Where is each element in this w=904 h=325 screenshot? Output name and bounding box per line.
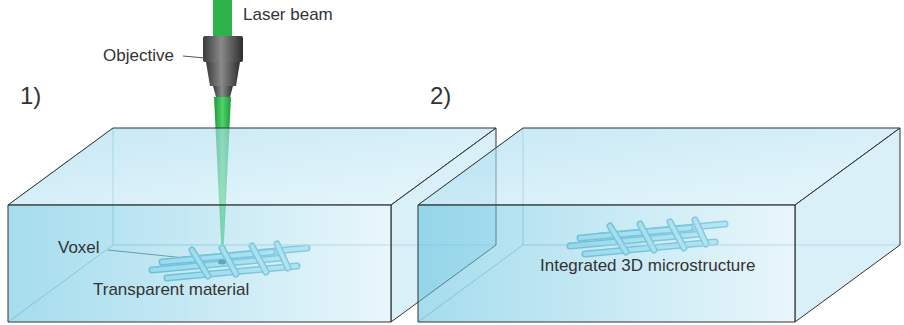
objective-body (203, 36, 243, 62)
beam-label: Laser beam (243, 5, 333, 25)
front-face (418, 205, 795, 322)
glass-block (416, 126, 902, 324)
objective-label: Objective (103, 46, 174, 66)
objective-lower (206, 62, 240, 86)
leader-line (183, 56, 205, 58)
panel-number: 1) (20, 82, 41, 111)
front-face (8, 205, 391, 322)
voxel-label: Voxel (58, 238, 100, 258)
laser-beam (213, 0, 232, 42)
block-label: Integrated 3D microstructure (540, 256, 755, 276)
block-label: Transparent material (93, 280, 249, 300)
transparent-block: Integrated 3D microstructure (416, 126, 902, 324)
objective-tip (213, 86, 233, 97)
panel-number: 2) (430, 82, 451, 111)
side-face (795, 128, 900, 322)
